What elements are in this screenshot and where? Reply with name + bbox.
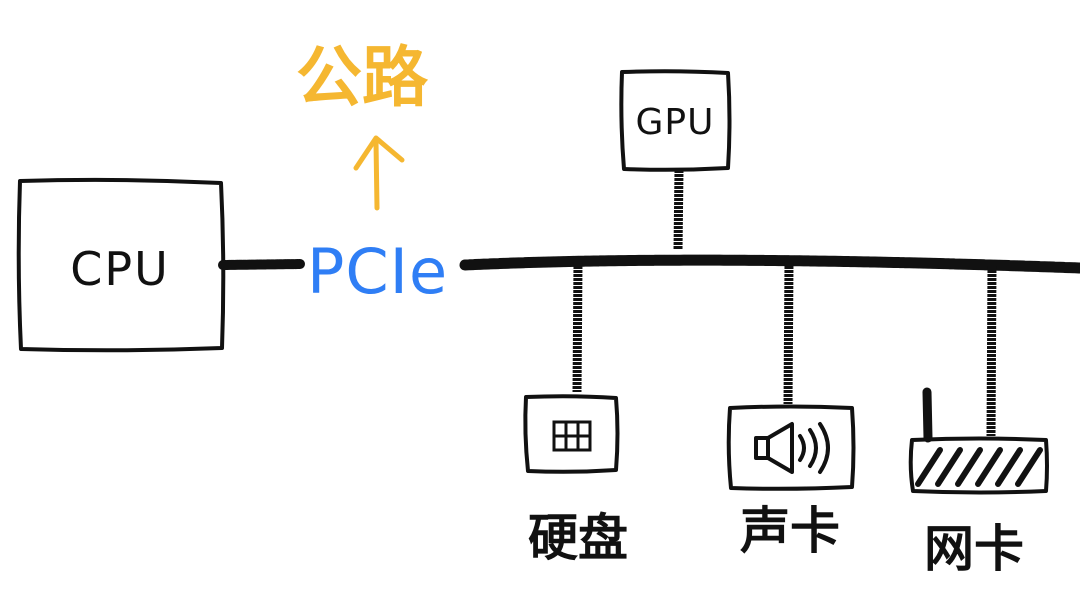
pcie-label: PCIe xyxy=(307,235,448,308)
disk-grid-icon xyxy=(552,420,592,452)
gpu-connector xyxy=(673,169,684,251)
gpu-label: GPU xyxy=(636,102,715,143)
router-icon xyxy=(915,447,1043,487)
disk-box xyxy=(523,394,620,474)
disk-connector xyxy=(572,261,583,393)
disk-label: 硬盘 xyxy=(528,509,628,567)
sound-card-node: 声卡 xyxy=(726,404,856,560)
arrow-up-icon xyxy=(353,135,405,211)
sound-card-box xyxy=(726,404,856,491)
disk-node: 硬盘 xyxy=(523,394,628,567)
cpu-node: CPU xyxy=(16,177,226,353)
router-antenna xyxy=(922,387,933,443)
cpu-bus-connector xyxy=(218,259,305,270)
cpu-box xyxy=(16,177,226,353)
gpu-node: GPU xyxy=(619,69,732,172)
speaker-icon xyxy=(754,422,830,474)
pcie-bus-line xyxy=(459,254,1080,274)
gpu-box xyxy=(619,69,732,172)
network-card-box xyxy=(908,436,1049,495)
network-card-node: 网卡 xyxy=(908,387,1049,578)
bus-note-label: 公路 xyxy=(296,39,429,116)
network-card-label: 网卡 xyxy=(924,520,1024,578)
sound-card-connector xyxy=(783,261,794,405)
network-card-connector xyxy=(986,265,997,437)
sound-card-label: 声卡 xyxy=(740,502,840,560)
cpu-label: CPU xyxy=(70,242,170,296)
